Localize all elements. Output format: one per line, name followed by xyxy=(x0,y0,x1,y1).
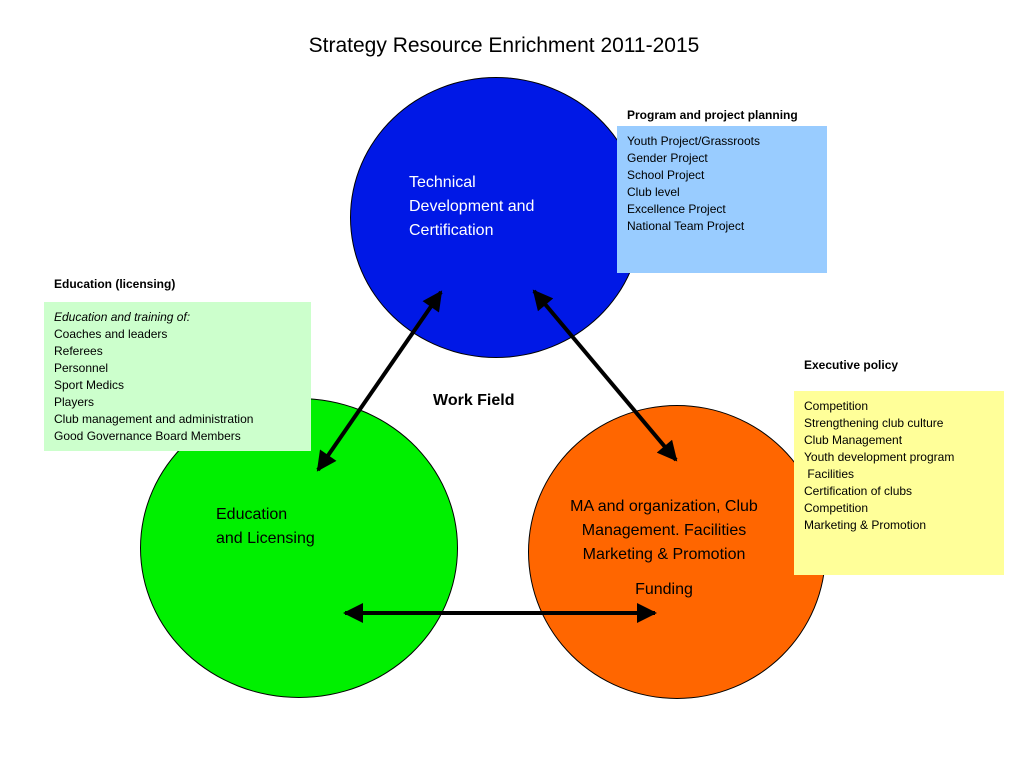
funding-label: Funding xyxy=(635,581,693,598)
executive-item: Facilities xyxy=(804,467,855,481)
executive-item: Certification of clubs xyxy=(804,484,913,498)
program-item: National Team Project xyxy=(627,219,745,233)
executive-item: Competition xyxy=(804,399,869,413)
arrow-technical-ma xyxy=(532,289,678,462)
program-planning-box: Youth Project/Grassroots Gender Project … xyxy=(617,126,827,273)
education-licensing-heading: Education (licensing) xyxy=(54,277,176,291)
executive-item: Marketing & Promotion xyxy=(804,518,927,532)
program-item: Gender Project xyxy=(627,151,708,165)
education-item: Good Governance Board Members xyxy=(54,429,241,443)
executive-policy-heading: Executive policy xyxy=(804,358,899,372)
executive-item: Competition xyxy=(804,501,869,515)
program-item: Club level xyxy=(627,185,680,199)
education-item: Personnel xyxy=(54,361,109,375)
education-item: Coaches and leaders xyxy=(54,327,168,341)
executive-item: Youth development program xyxy=(804,450,955,464)
education-item: Referees xyxy=(54,344,103,358)
technical-circle-label: Technical Development and Certification xyxy=(409,174,535,239)
diagram-title: Strategy Resource Enrichment 2011-2015 xyxy=(308,34,700,57)
arrow-technical-education xyxy=(316,290,443,472)
education-circle-label: Education and Licensing xyxy=(216,506,315,547)
program-item: School Project xyxy=(627,168,705,182)
executive-item: Club Management xyxy=(804,433,903,447)
education-licensing-box: Education and training of: Coaches and l… xyxy=(44,302,311,451)
work-field-label: Work Field xyxy=(433,392,515,409)
education-intro: Education and training of: xyxy=(54,310,191,324)
executive-item: Strengthening club culture xyxy=(804,416,944,430)
education-item: Players xyxy=(54,395,95,409)
education-item: Sport Medics xyxy=(54,378,125,392)
executive-policy-box: Competition Strengthening club culture C… xyxy=(794,391,1004,575)
program-item: Youth Project/Grassroots xyxy=(627,134,760,148)
program-item: Excellence Project xyxy=(627,202,726,216)
program-planning-heading: Program and project planning xyxy=(627,108,798,122)
ma-circle-label: MA and organization, Club Management. Fa… xyxy=(570,498,758,563)
education-item: Club management and administration xyxy=(54,412,254,426)
